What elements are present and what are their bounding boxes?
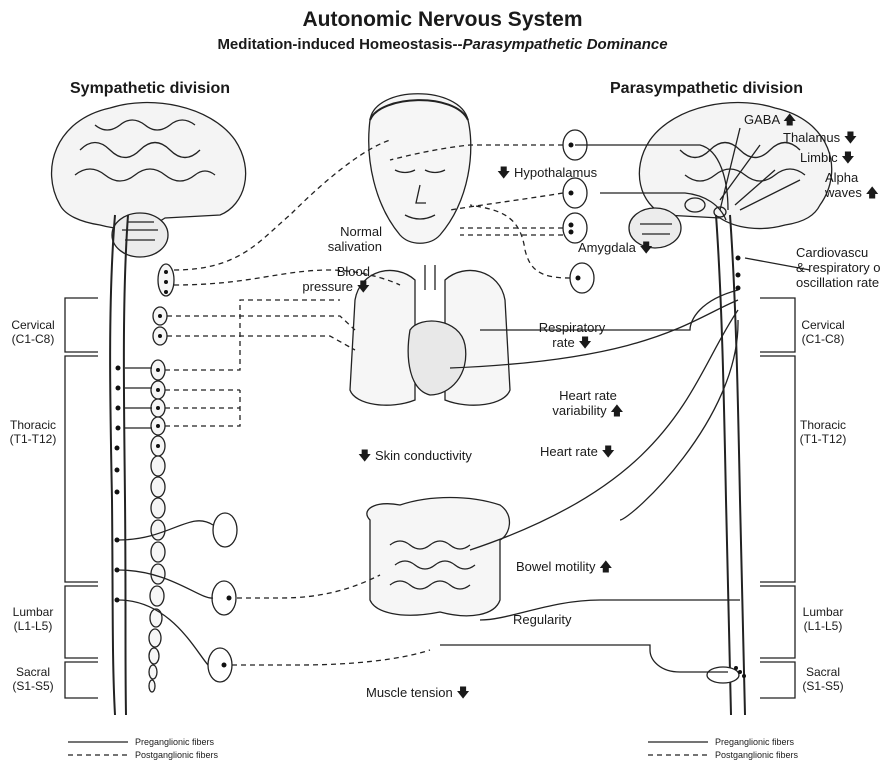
inferior-mesenteric-ganglion <box>208 648 232 682</box>
pterygopalatine-ganglion <box>563 178 587 208</box>
superior-mesenteric-ganglion <box>212 581 236 615</box>
pelvic-ganglion <box>707 667 739 683</box>
limbic-label: Limbic 🡇 <box>800 150 855 165</box>
down-arrow-icon: 🡇 <box>601 444 614 459</box>
thalamus-label: Thalamus 🡇 <box>783 130 857 145</box>
gaba-label: GABA 🡅 <box>744 112 796 127</box>
hypothalamus-label: 🡇 Hypothalamus <box>497 165 597 180</box>
left-brain-illustration <box>52 103 246 257</box>
left-thoracic-label: Thoracic(T1-T12) <box>8 418 58 446</box>
right-thoracic-label: Thoracic(T1-T12) <box>798 418 848 446</box>
down-arrow-icon: 🡇 <box>357 279 370 294</box>
regularity-label: Regularity <box>513 612 572 627</box>
down-arrow-icon: 🡇 <box>358 448 371 463</box>
down-arrow-icon: 🡇 <box>456 685 469 700</box>
down-arrow-icon: 🡇 <box>844 130 857 145</box>
amygdala-label: Amygdala 🡇 <box>578 240 653 255</box>
down-arrow-icon: 🡇 <box>497 165 510 180</box>
left-sacral-label: Sacral(S1-S5) <box>8 665 58 693</box>
down-arrow-icon: 🡇 <box>639 240 652 255</box>
bowel-motility-label: Bowel motility 🡅 <box>516 559 612 574</box>
heart-rate-label: Heart rate 🡇 <box>540 444 615 459</box>
otic-ganglion <box>570 263 594 293</box>
up-arrow-icon: 🡅 <box>783 112 796 127</box>
legend-preganglionic-right: Preganglionic fibers <box>715 737 794 747</box>
down-arrow-icon: 🡇 <box>578 335 591 350</box>
face-illustration <box>369 94 471 244</box>
left-cervical-label: Cervical(C1-C8) <box>8 318 58 346</box>
celiac-ganglion <box>213 513 237 547</box>
right-lumbar-label: Lumbar(L1-L5) <box>798 605 848 633</box>
legend-postganglionic-left: Postganglionic fibers <box>135 750 218 760</box>
legend-preganglionic-left: Preganglionic fibers <box>135 737 214 747</box>
muscle-tension-label: Muscle tension 🡇 <box>366 685 470 700</box>
right-sacral-label: Sacral(S1-S5) <box>798 665 848 693</box>
submandibular-ganglion <box>563 213 587 243</box>
down-arrow-icon: 🡇 <box>841 150 854 165</box>
intestine-illustration <box>367 498 510 616</box>
right-segment-brackets <box>760 298 795 698</box>
sympathetic-ganglia-chain <box>149 264 174 692</box>
left-segment-brackets <box>65 298 98 698</box>
up-arrow-icon: 🡅 <box>599 559 612 574</box>
left-lumbar-label: Lumbar(L1-L5) <box>8 605 58 633</box>
right-cervical-label: Cervical(C1-C8) <box>798 318 848 346</box>
legend-postganglionic-right: Postganglionic fibers <box>715 750 798 760</box>
up-arrow-icon: 🡅 <box>865 185 878 200</box>
up-arrow-icon: 🡅 <box>610 403 623 418</box>
lungs-heart-illustration <box>350 265 510 405</box>
skin-conductivity-label: 🡇 Skin conductivity <box>358 448 472 463</box>
